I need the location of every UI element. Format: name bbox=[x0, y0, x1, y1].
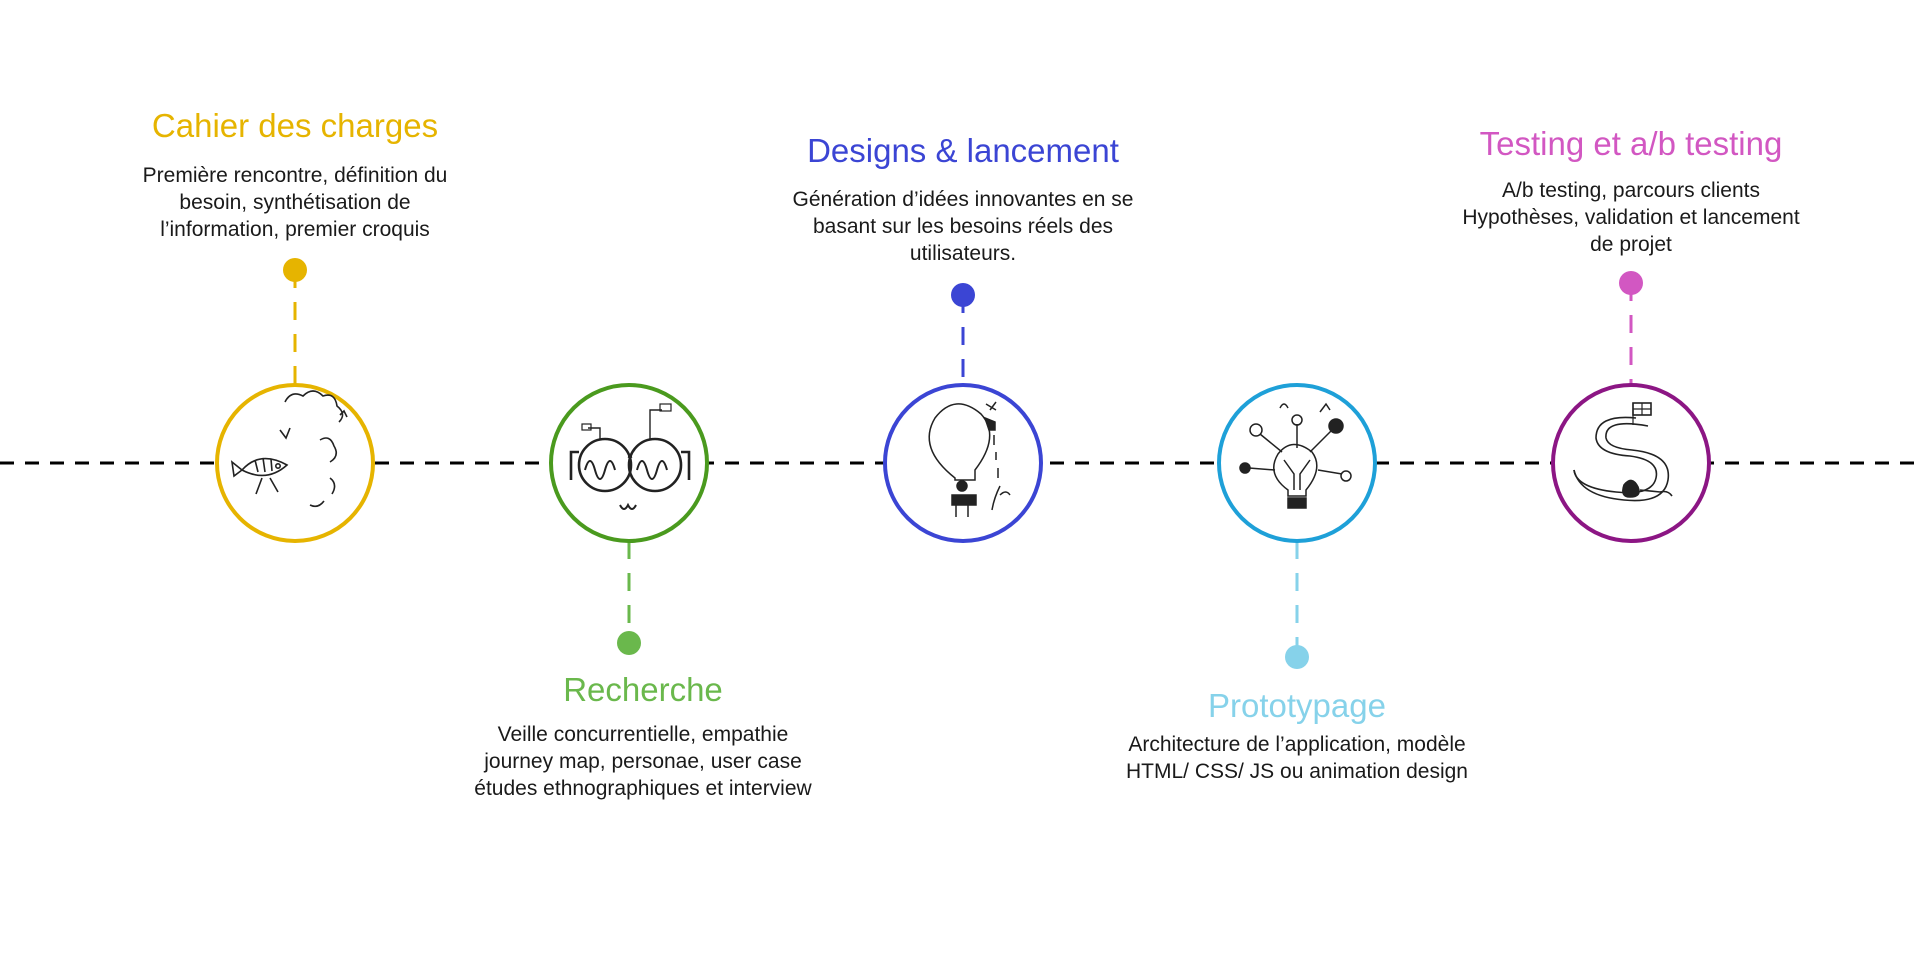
step-2-description-line: études ethnographiques et interview bbox=[474, 777, 812, 800]
step-3-description-line: basant sur les besoins réels des bbox=[813, 215, 1113, 238]
step-1-description-line: Première rencontre, définition du bbox=[142, 164, 448, 187]
step-4-description: Architecture de l’application, modèle HT… bbox=[1087, 731, 1507, 785]
lightbulb-watering-sketch-icon bbox=[928, 401, 1011, 517]
step-3-description: Génération d’idées innovantes en se basa… bbox=[753, 186, 1173, 267]
step-5-description: A/b testing, parcours clients Hypothèses… bbox=[1421, 177, 1841, 258]
step-3-description-line: utilisateurs. bbox=[909, 242, 1017, 265]
step-4-description-line: Architecture de l’application, modèle bbox=[1128, 733, 1466, 756]
step-2-description-line: journey map, personae, user case bbox=[484, 750, 802, 773]
step-5-title: Testing et a/b testing bbox=[1479, 125, 1783, 162]
glasses-sketch-icon bbox=[569, 403, 691, 510]
step-4-node bbox=[1217, 383, 1377, 543]
step-4-description-line: HTML/ CSS/ JS ou animation design bbox=[1126, 760, 1468, 783]
step-4-connector bbox=[1285, 541, 1309, 669]
step-4-title: Prototypage bbox=[1208, 687, 1386, 724]
step-1-title: Cahier des charges bbox=[151, 107, 439, 144]
step-2-title: Recherche bbox=[563, 671, 723, 708]
step-5-description-line: Hypothèses, validation et lancement bbox=[1462, 206, 1800, 229]
step-2-node bbox=[549, 383, 709, 543]
step-2-connector bbox=[617, 541, 641, 655]
step-3-title: Designs & lancement bbox=[807, 132, 1119, 169]
step-1-connector bbox=[283, 258, 307, 385]
step-5-connector bbox=[1619, 271, 1643, 385]
step-2-description: Veille concurrentielle, empathie journey… bbox=[433, 721, 853, 802]
step-1-description-line: l’information, premier croquis bbox=[160, 218, 430, 241]
winding-road-flag-sketch-icon bbox=[1573, 402, 1673, 502]
step-5-node bbox=[1551, 383, 1711, 543]
step-1-node bbox=[215, 383, 375, 543]
step-5-description-line: de projet bbox=[1590, 233, 1672, 256]
step-1-description: Première rencontre, définition du besoin… bbox=[85, 162, 505, 243]
step-2-description-line: Veille concurrentielle, empathie bbox=[497, 723, 789, 746]
step-3-node bbox=[883, 383, 1043, 543]
step-3-description-line: Génération d’idées innovantes en se bbox=[792, 188, 1134, 211]
step-1-description-line: besoin, synthétisation de bbox=[179, 191, 411, 214]
lightbulb-network-sketch-icon bbox=[1239, 402, 1352, 509]
step-3-connector bbox=[951, 283, 975, 385]
step-5-description-line: A/b testing, parcours clients bbox=[1502, 179, 1760, 202]
fish-walking-sketch-icon bbox=[230, 390, 348, 508]
